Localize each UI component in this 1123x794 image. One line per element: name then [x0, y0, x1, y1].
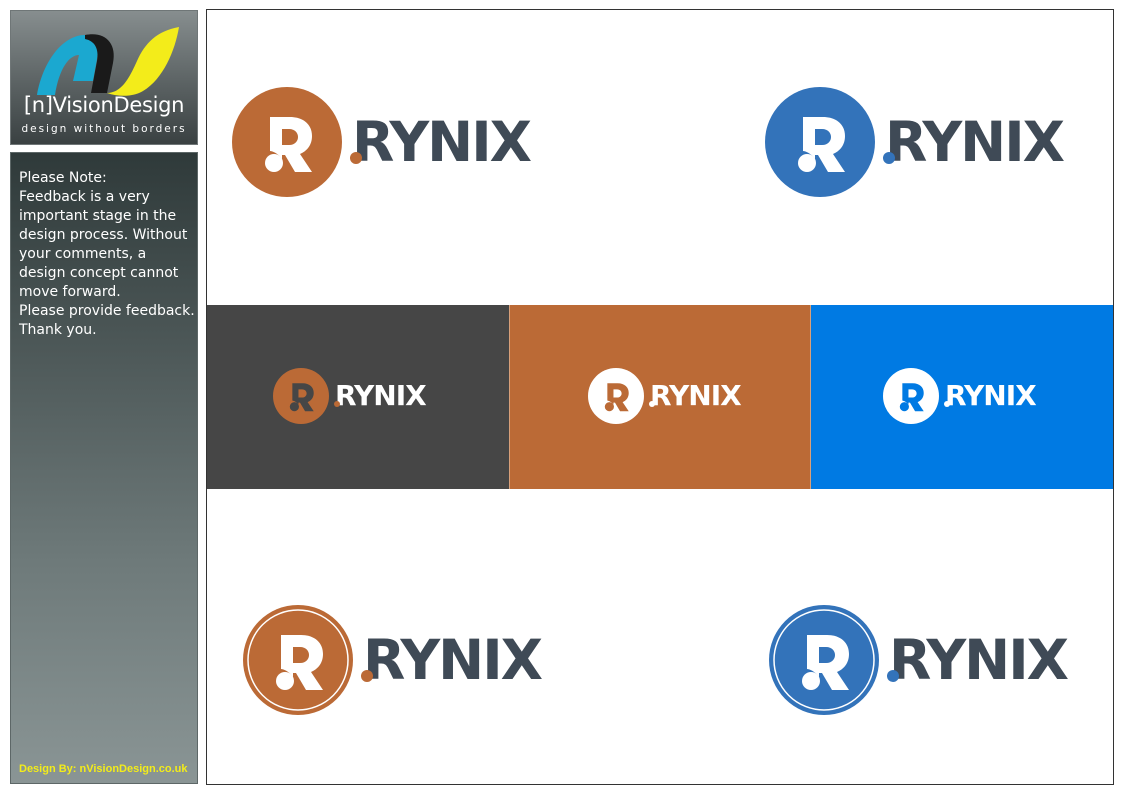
logo-blue-solid: RYNIX — [765, 87, 1065, 197]
wordmark-dot — [334, 401, 340, 407]
wordmark-dot — [361, 669, 373, 682]
logo-wordmark: RYNIX — [887, 627, 1069, 692]
blue-band: RYNIX — [811, 305, 1113, 489]
brand-tagline: design without borders — [21, 123, 187, 135]
nvision-ribbon-icon — [37, 27, 179, 96]
logo-on-dark: RYNIX — [273, 368, 427, 424]
monogram-r-ringed-icon — [769, 605, 879, 715]
logo-orange-ringed: RYNIX — [243, 605, 543, 715]
brand-title: [n]VisionDesign — [23, 93, 185, 117]
design-credit: Design By: nVisionDesign.co.uk — [19, 763, 188, 775]
logo-wordmark: RYNIX — [944, 379, 1037, 412]
logo-wordmark: RYNIX — [334, 379, 427, 412]
wordmark-dot — [944, 401, 950, 407]
wordmark-dot — [883, 151, 895, 164]
wordmark-dot — [350, 151, 362, 164]
orange-band: RYNIX — [509, 305, 811, 489]
logo-wordmark: RYNIX — [649, 379, 742, 412]
logo-wordmark: RYNIX — [361, 627, 543, 692]
monogram-r-ringed-icon — [243, 605, 353, 715]
logo-presentation-canvas: RYNIX RYNIX RYNIX — [206, 9, 1114, 785]
monogram-r-icon — [765, 87, 875, 197]
logo-on-orange: RYNIX — [588, 368, 742, 424]
logo-wordmark: RYNIX — [883, 109, 1065, 174]
wordmark-dot — [649, 401, 655, 407]
monogram-r-icon — [588, 368, 644, 424]
logo-orange-solid: RYNIX — [232, 87, 532, 197]
logo-blue-ringed: RYNIX — [769, 605, 1069, 715]
monogram-r-icon — [883, 368, 939, 424]
feedback-note: Please Note: Feedback is a very importan… — [19, 169, 195, 340]
logo-on-blue: RYNIX — [883, 368, 1037, 424]
dark-band: RYNIX — [207, 305, 509, 489]
note-request: Please provide feedback. — [19, 303, 195, 319]
nvision-brand-panel: [n]VisionDesign design without borders — [10, 10, 198, 145]
feedback-note-panel: Please Note: Feedback is a very importan… — [10, 152, 198, 784]
monogram-r-icon — [232, 87, 342, 197]
note-body: Feedback is a very important stage in th… — [19, 189, 188, 300]
note-thanks: Thank you. — [19, 322, 97, 338]
wordmark-dot — [887, 669, 899, 682]
logo-wordmark: RYNIX — [350, 109, 532, 174]
note-heading: Please Note: — [19, 170, 107, 186]
monogram-r-icon — [273, 368, 329, 424]
